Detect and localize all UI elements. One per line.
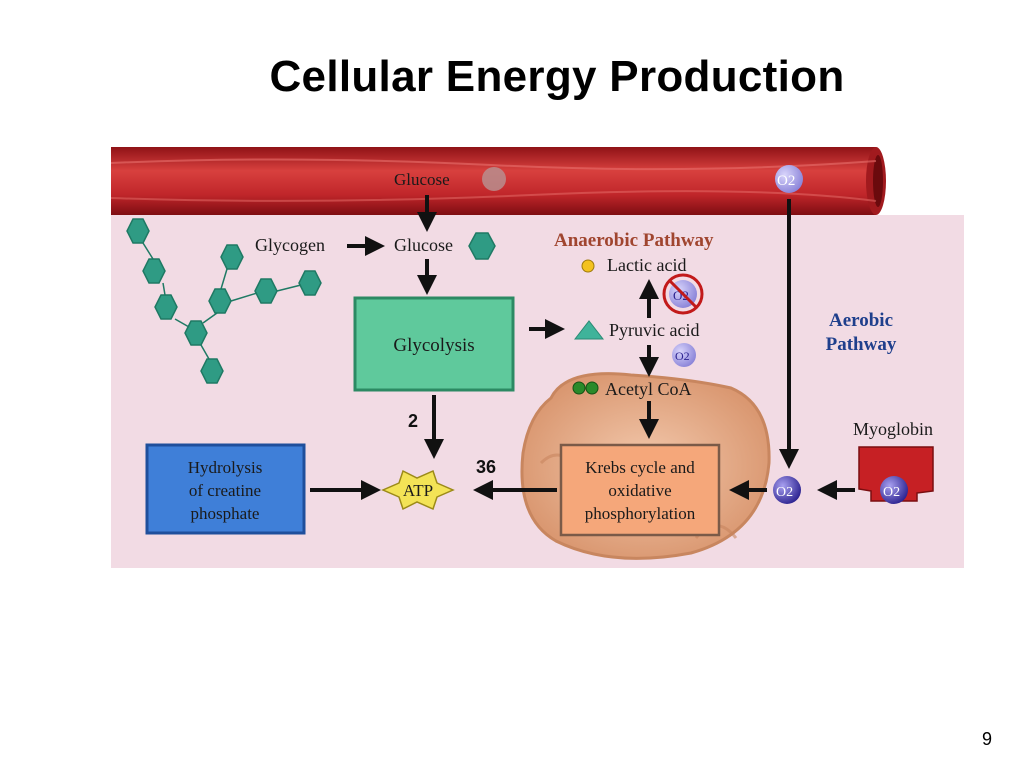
pyruvic-acid-label: Pyruvic acid: [609, 320, 699, 340]
energy-production-diagram: Glucose O2 Glycogen Glucose Glycolysis: [111, 143, 964, 568]
vessel-glucose-molecule-icon: [482, 167, 506, 191]
acetyl-coa-label: Acetyl CoA: [605, 379, 691, 399]
glycolysis-box: [353, 296, 515, 392]
oxygen-krebs-icon: [773, 476, 801, 504]
oxygen-krebs-label: O2: [776, 485, 793, 500]
myoglobin-label: Myoglobin: [853, 419, 933, 439]
glucose-label: Glucose: [394, 235, 453, 255]
lactic-acid-label: Lactic acid: [607, 255, 686, 275]
slide-title: Cellular Energy Production: [269, 52, 845, 101]
hydrolysis-line-2: of creatine: [189, 481, 261, 500]
aerobic-pathway-line-1: Aerobic: [829, 310, 893, 331]
oxygen-to-acetyl-label: O2: [675, 349, 690, 363]
anaerobic-pathway-title: Anaerobic Pathway: [554, 230, 714, 251]
krebs-line-3: phosphorylation: [585, 504, 696, 523]
glycogen-chain-icon: [126, 218, 322, 384]
atp-star-icon: [381, 469, 455, 511]
atp-label: ATP: [403, 481, 433, 500]
oxygen-to-acetyl-icon: [672, 343, 696, 367]
krebs-cycle-box: [559, 443, 721, 537]
glycolysis-label: Glycolysis: [393, 335, 474, 356]
acetyl-coa-dot-icon-2: [585, 381, 599, 395]
lactic-acid-dot-icon: [581, 259, 595, 273]
vessel-o2-label: O2: [777, 173, 795, 189]
vessel-o2-molecule-icon: [775, 165, 803, 193]
no-oxygen-icon: O2: [662, 273, 704, 315]
myoglobin-shape-icon: [858, 446, 934, 502]
acetyl-coa-dot-icon: [572, 381, 586, 395]
glucose-hexagon-icon: [468, 232, 496, 260]
pyruvic-triangle-icon: [573, 320, 605, 340]
myoglobin-oxygen-label: O2: [883, 485, 900, 500]
vessel-glucose-label: Glucose: [394, 170, 450, 189]
aerobic-pathway-line-2: Pathway: [826, 334, 897, 355]
myoglobin-oxygen-icon: [880, 476, 908, 504]
glycogen-label: Glycogen: [255, 235, 325, 255]
hydrolysis-creatine-box: [145, 443, 306, 535]
page-number: 9: [981, 729, 992, 749]
svg-text:O2: O2: [673, 288, 689, 303]
hydrolysis-line-3: phosphate: [191, 504, 260, 523]
atp-yield-glycolysis: 2: [408, 411, 418, 431]
hydrolysis-line-1: Hydrolysis: [188, 458, 263, 477]
krebs-line-1: Krebs cycle and: [585, 458, 695, 477]
krebs-line-2: oxidative: [608, 481, 671, 500]
atp-yield-krebs: 36: [476, 457, 496, 477]
